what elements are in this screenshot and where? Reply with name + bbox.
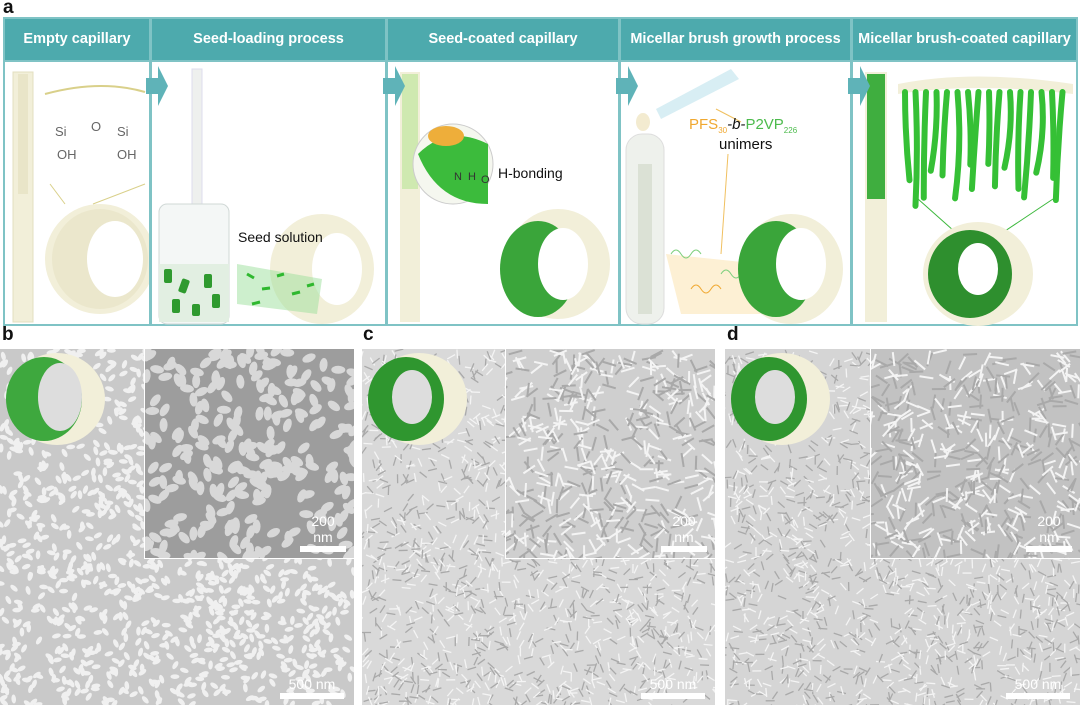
seed-coated-capillary-icon [6, 353, 105, 445]
scale-bar-inset: 200 nm [300, 513, 346, 552]
h-atom: H [468, 171, 476, 183]
oh-label: OH [57, 147, 77, 162]
scale-bar-main: 500 nm [641, 676, 705, 699]
step-title: Micellar brush growth process [621, 19, 850, 62]
arrow-icon [616, 66, 638, 106]
tem-image-c: 200 nm 500 nm [362, 349, 715, 705]
seed-loading-illustration [158, 68, 374, 325]
seed-solution-label: Seed solution [238, 229, 323, 245]
panel-label-c: c [363, 324, 374, 345]
arrow-icon [848, 66, 870, 106]
scale-bar-inset: 200 nm [661, 513, 707, 552]
step-title: Micellar brush-coated capillary [853, 19, 1076, 62]
si-label: Si [55, 124, 67, 139]
scale-bar-label: 500 nm [288, 676, 336, 692]
arrow-icon [383, 66, 405, 106]
pfs-block: PFS [689, 116, 719, 133]
step-brush-coated: Micellar brush-coated capillary [851, 17, 1078, 326]
p2vp-dp: 226 [783, 126, 798, 135]
tem-inset: 200 nm [505, 349, 715, 559]
step-empty-capillary: Empty capillary Si O Si OH OH [3, 17, 151, 326]
tem-inset-texture [506, 349, 715, 558]
tem-inset: 200 nm [870, 349, 1080, 559]
panel-label-d: d [727, 324, 739, 345]
panel-label-a: a [3, 0, 14, 18]
scale-bar-main: 500 nm [280, 676, 344, 699]
empty-capillary-illustration [12, 71, 149, 323]
step-title: Seed-coated capillary [388, 19, 618, 62]
tem-inset-texture [145, 349, 354, 558]
tem-image-b: 200 nm 500 nm [0, 349, 354, 705]
step-brush-growth: Micellar brush growth process PFS30-b-P2… [619, 17, 852, 326]
scale-bar-main: 500 nm [1006, 676, 1070, 699]
scale-bar-label: 200 nm [1037, 513, 1061, 545]
arrow-icon [146, 66, 168, 106]
h-bonding-label: H-bonding [498, 165, 563, 181]
tem-inset: 200 nm [144, 349, 354, 559]
step-title: Empty capillary [5, 19, 149, 62]
scale-bar-label: 500 nm [1014, 676, 1062, 692]
p2vp-block: P2VP [745, 116, 784, 133]
seed-coated-illustration [400, 72, 610, 322]
scale-bar-label: 200 nm [311, 513, 335, 545]
step-seed-coated: Seed-coated capillary H-bonding N H O [386, 17, 620, 326]
oh-label: OH [117, 147, 137, 162]
unimers-label: unimers [719, 136, 773, 153]
si-label: Si [117, 124, 129, 139]
panel-label-b: b [2, 324, 14, 345]
pfs-dp: 30 [718, 126, 728, 135]
scale-bar-inset: 200 nm [1026, 513, 1072, 552]
step-title: Seed-loading process [152, 19, 385, 62]
polymer-label: PFS30-b-P2VP226 [689, 116, 797, 135]
o-atom: O [481, 174, 490, 186]
brush-coated-illustration [865, 72, 1073, 326]
scale-bar-label: 500 nm [649, 676, 697, 692]
brush-coated-capillary-icon [368, 353, 467, 445]
brush-growth-illustration [625, 69, 843, 325]
tem-inset-texture [871, 349, 1080, 558]
brush-coated-capillary-icon [731, 353, 830, 445]
n-atom: N [454, 171, 462, 183]
tem-image-d: 200 nm 500 nm [725, 349, 1080, 705]
o-label: O [91, 119, 102, 134]
scale-bar-label: 200 nm [672, 513, 696, 545]
block-linker: -b- [727, 116, 746, 133]
step-seed-loading: Seed-loading process Seed solution [150, 17, 387, 326]
